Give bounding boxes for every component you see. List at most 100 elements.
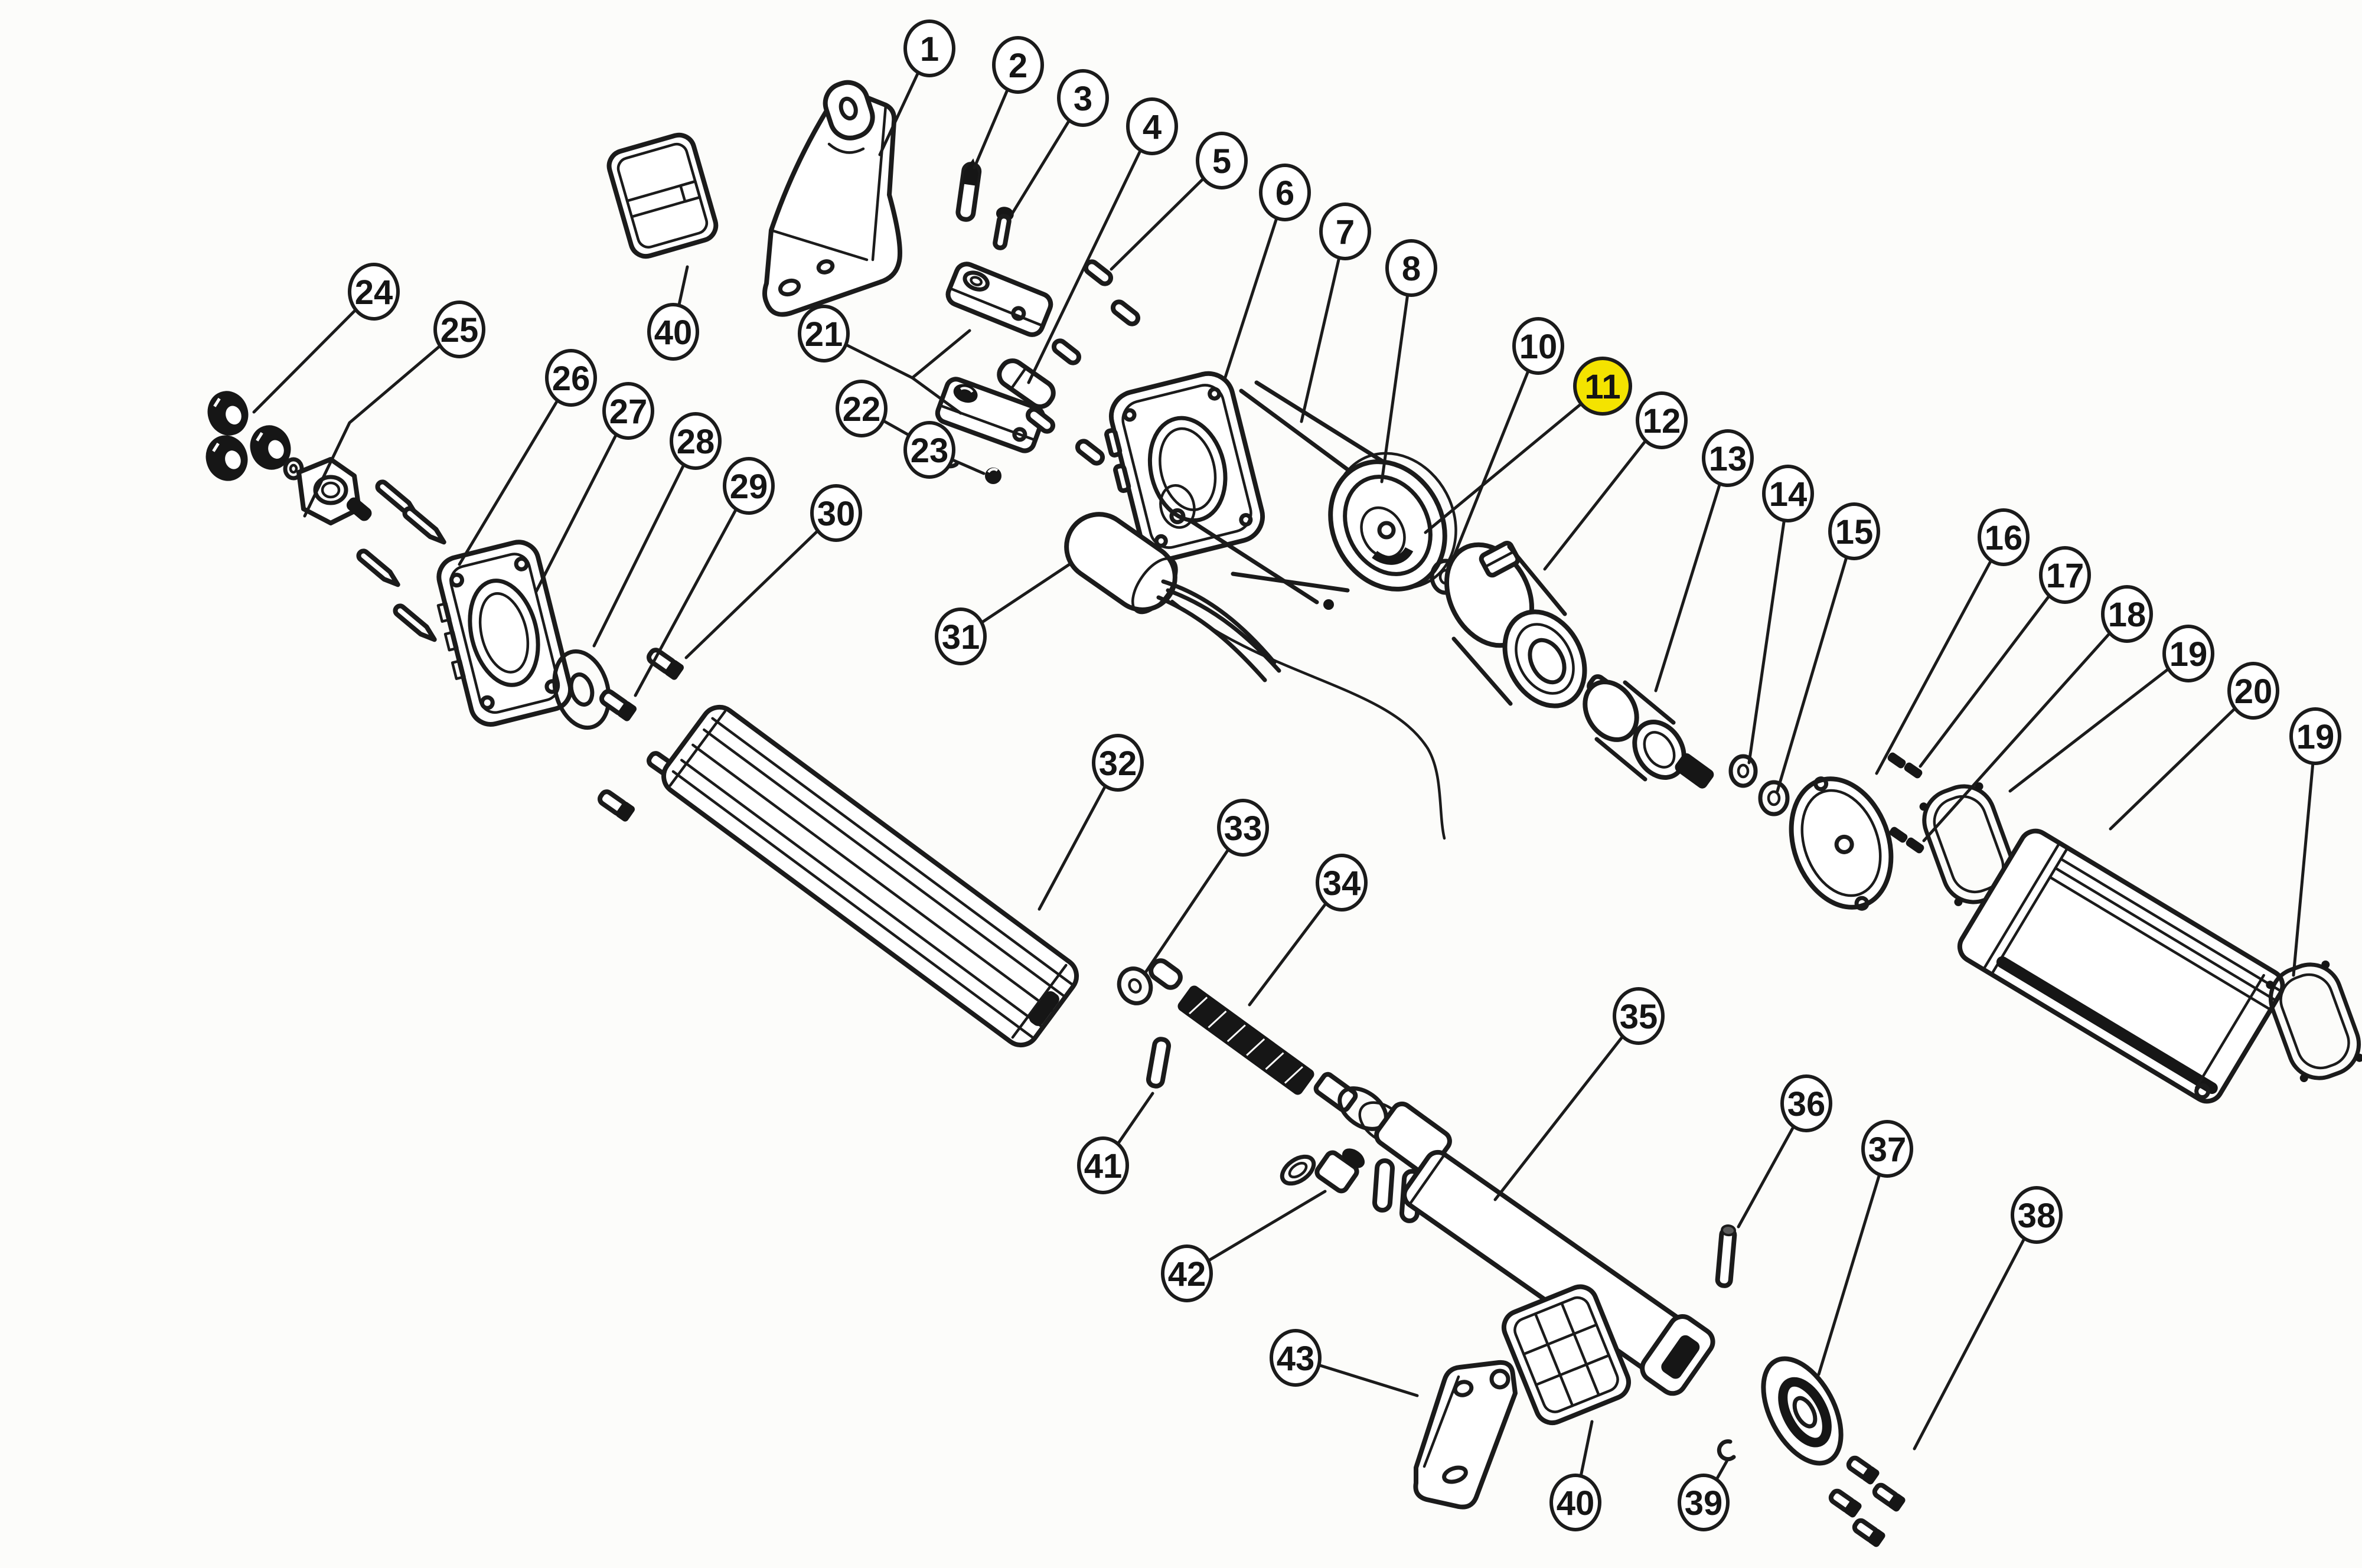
callout-42[interactable]: 42 — [1161, 1244, 1213, 1302]
callout-balloon[interactable] — [1196, 132, 1248, 190]
callout-21[interactable]: 21 — [798, 305, 850, 362]
callout-balloon[interactable] — [602, 382, 654, 440]
callout-25[interactable]: 25 — [433, 300, 485, 358]
callout-6[interactable]: 6 — [1259, 164, 1311, 221]
callout-balloon[interactable] — [2162, 625, 2214, 682]
callout-40[interactable]: 40 — [1549, 1474, 1601, 1531]
callout-balloon[interactable] — [1217, 799, 1269, 857]
callout-23[interactable]: 23 — [903, 421, 955, 479]
callout-balloon[interactable] — [903, 421, 955, 479]
callout-5[interactable]: 5 — [1196, 132, 1248, 190]
callout-number: 42 — [1168, 1255, 1206, 1293]
callout-2[interactable]: 2 — [992, 36, 1044, 94]
callout-19[interactable]: 19 — [2289, 707, 2341, 765]
callout-balloon[interactable] — [1385, 239, 1437, 297]
callout-22[interactable]: 22 — [836, 380, 888, 437]
callout-balloon[interactable] — [1549, 1474, 1601, 1531]
callout-balloon[interactable] — [1702, 429, 1754, 487]
part-inner-tube — [1402, 1149, 1715, 1396]
callout-balloon[interactable] — [1161, 1244, 1213, 1302]
callout-17[interactable]: 17 — [2039, 546, 2091, 604]
callout-balloon[interactable] — [1077, 1136, 1129, 1194]
callout-29[interactable]: 29 — [723, 457, 775, 515]
callout-balloon[interactable] — [2227, 662, 2279, 720]
callout-balloon[interactable] — [647, 303, 699, 361]
callout-balloon[interactable] — [1092, 734, 1144, 792]
callout-balloon[interactable] — [723, 457, 775, 515]
callout-balloon[interactable] — [1636, 391, 1688, 449]
part-bearing — [552, 649, 611, 730]
callout-balloon[interactable] — [1057, 69, 1109, 127]
callout-balloon[interactable] — [1978, 508, 2030, 566]
leader-line-30 — [684, 511, 838, 659]
callout-balloon[interactable] — [1613, 987, 1665, 1045]
callout-11-highlighted[interactable]: 11 — [1573, 357, 1632, 416]
callout-balloon[interactable] — [2101, 585, 2153, 643]
callout-24[interactable]: 24 — [348, 263, 400, 321]
callout-37[interactable]: 37 — [1861, 1120, 1913, 1178]
callout-35[interactable]: 35 — [1613, 987, 1665, 1045]
leader-line-4 — [1027, 125, 1154, 384]
callout-12[interactable]: 12 — [1636, 391, 1688, 449]
callout-20[interactable]: 20 — [2227, 662, 2279, 720]
callout-balloon[interactable] — [1270, 1329, 1322, 1387]
callout-balloon[interactable] — [1780, 1074, 1832, 1132]
callout-balloon[interactable] — [798, 305, 850, 362]
callout-balloon[interactable] — [836, 380, 888, 437]
callout-8[interactable]: 8 — [1385, 239, 1437, 297]
callout-balloon[interactable] — [2289, 707, 2341, 765]
callout-balloon[interactable] — [1259, 164, 1311, 221]
callout-41[interactable]: 41 — [1077, 1136, 1129, 1194]
callout-number: 18 — [2108, 596, 2146, 634]
callout-26[interactable]: 26 — [545, 349, 597, 407]
callout-40[interactable]: 40 — [647, 303, 699, 361]
callout-balloon[interactable] — [545, 349, 597, 407]
callout-15[interactable]: 15 — [1828, 502, 1880, 560]
part-mounting-bracket — [762, 80, 902, 317]
callout-balloon[interactable] — [1762, 465, 1814, 522]
callout-16[interactable]: 16 — [1978, 508, 2030, 566]
callout-balloon[interactable] — [903, 19, 955, 77]
callout-balloon[interactable] — [992, 36, 1044, 94]
callout-30[interactable]: 30 — [810, 484, 862, 542]
callout-balloon[interactable] — [670, 412, 722, 470]
callout-27[interactable]: 27 — [602, 382, 654, 440]
callout-balloon[interactable] — [1861, 1120, 1913, 1178]
callout-balloon[interactable] — [1678, 1474, 1730, 1531]
callout-balloon[interactable] — [2011, 1186, 2063, 1244]
callout-7[interactable]: 7 — [1319, 202, 1371, 260]
callout-balloon[interactable] — [1512, 317, 1564, 375]
callout-1[interactable]: 1 — [903, 19, 955, 77]
callout-balloon[interactable] — [1828, 502, 1880, 560]
callout-31[interactable]: 31 — [935, 607, 987, 665]
callout-38[interactable]: 38 — [2011, 1186, 2063, 1244]
callout-balloon[interactable] — [810, 484, 862, 542]
callout-28[interactable]: 28 — [670, 412, 722, 470]
callout-14[interactable]: 14 — [1762, 465, 1814, 522]
callout-balloon[interactable] — [1126, 97, 1178, 155]
callout-number: 4 — [1143, 108, 1162, 146]
callout-39[interactable]: 39 — [1678, 1474, 1730, 1531]
callout-balloon[interactable] — [1319, 202, 1371, 260]
callout-33[interactable]: 33 — [1217, 799, 1269, 857]
callout-36[interactable]: 36 — [1780, 1074, 1832, 1132]
callout-19[interactable]: 19 — [2162, 625, 2214, 682]
callout-34[interactable]: 34 — [1316, 854, 1368, 912]
callout-balloon[interactable] — [433, 300, 485, 358]
callout-balloon[interactable] — [348, 263, 400, 321]
callout-balloon[interactable] — [935, 607, 987, 665]
callout-10[interactable]: 10 — [1512, 317, 1564, 375]
callout-4[interactable]: 4 — [1126, 97, 1178, 155]
callout-balloon[interactable] — [2039, 546, 2091, 604]
callout-balloon[interactable] — [1573, 357, 1632, 416]
leader-line-19 — [2008, 652, 2190, 793]
callout-18[interactable]: 18 — [2101, 585, 2153, 643]
part-rubber-pad-bottom — [1501, 1284, 1631, 1425]
callout-3[interactable]: 3 — [1057, 69, 1109, 127]
leader-line-33 — [1143, 826, 1245, 976]
callout-43[interactable]: 43 — [1270, 1329, 1322, 1387]
callout-32[interactable]: 32 — [1092, 734, 1144, 792]
callout-balloon[interactable] — [1316, 854, 1368, 912]
callout-number: 13 — [1709, 440, 1747, 478]
callout-13[interactable]: 13 — [1702, 429, 1754, 487]
